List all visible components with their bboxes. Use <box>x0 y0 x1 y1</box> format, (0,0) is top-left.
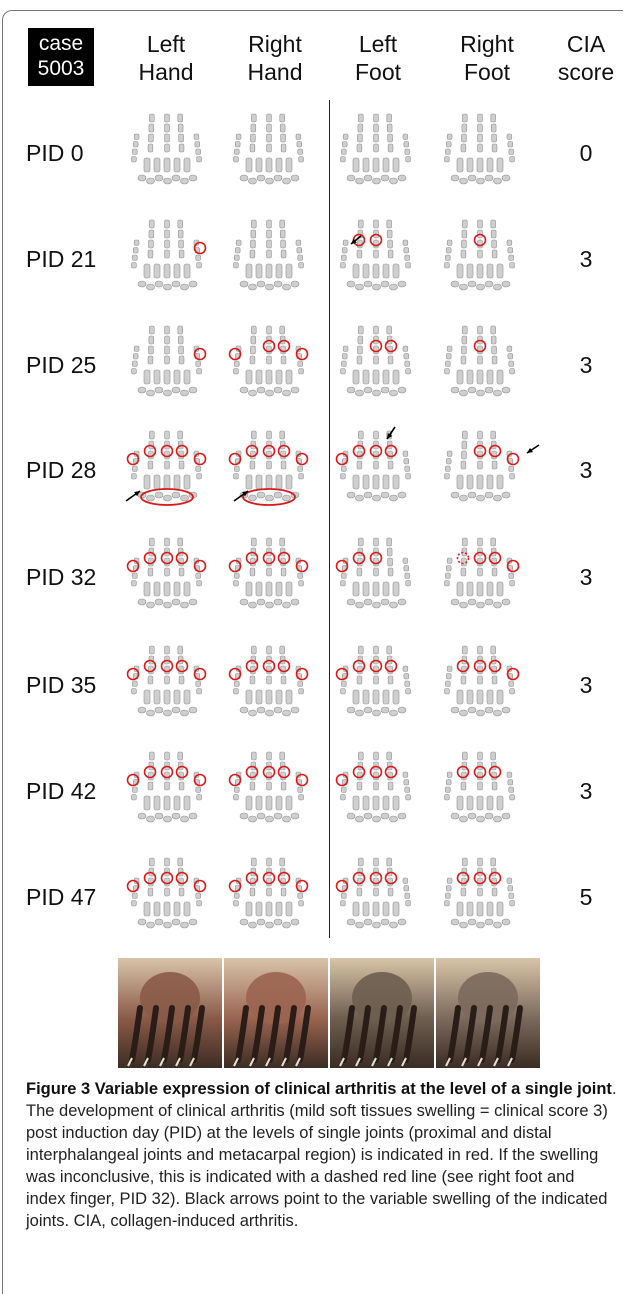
row-label-pid: PID 25 <box>26 352 126 379</box>
foot-skeleton-icon <box>437 425 523 505</box>
foot-skeleton-icon <box>333 640 419 720</box>
hand-skeleton-icon <box>226 108 312 188</box>
hand-skeleton-icon <box>124 214 210 294</box>
cia-score-value: 3 <box>558 457 614 484</box>
hand-foot-divider <box>329 100 330 938</box>
foot-skeleton-icon <box>333 852 419 932</box>
foot-skeleton-icon <box>437 746 523 826</box>
row-label-pid: PID 0 <box>26 140 126 167</box>
inflamed-paw-photo <box>224 958 328 1068</box>
row-label-pid: PID 21 <box>26 246 126 273</box>
hand-skeleton-icon <box>226 852 312 932</box>
right-foot-photo <box>436 958 540 1068</box>
caption-body: . The development of clinical arthritis … <box>26 1080 617 1230</box>
paw-photo <box>330 958 434 1068</box>
row-label-pid: PID 47 <box>26 884 126 911</box>
hand-skeleton-icon <box>226 214 312 294</box>
cia-score-value: 3 <box>558 564 614 591</box>
row-label-pid: PID 35 <box>26 672 126 699</box>
foot-skeleton-icon <box>333 746 419 826</box>
cia-score-value: 3 <box>558 672 614 699</box>
case-label-line2: 5003 <box>28 56 94 81</box>
foot-skeleton-icon <box>437 852 523 932</box>
right-hand-photo <box>224 958 328 1068</box>
foot-skeleton-icon <box>333 108 419 188</box>
cia-score-value: 3 <box>558 352 614 379</box>
hand-skeleton-icon <box>124 108 210 188</box>
inflamed-paw-photo <box>118 958 222 1068</box>
cia-score-value: 3 <box>558 246 614 273</box>
foot-skeleton-icon <box>333 214 419 294</box>
foot-skeleton-icon <box>437 108 523 188</box>
hand-skeleton-icon <box>124 746 210 826</box>
foot-skeleton-icon <box>333 425 419 505</box>
hand-skeleton-icon <box>226 320 312 400</box>
foot-skeleton-icon <box>437 532 523 612</box>
cia-score-value: 0 <box>558 140 614 167</box>
foot-skeleton-icon <box>437 214 523 294</box>
hand-skeleton-icon <box>226 640 312 720</box>
paw-photo <box>436 958 540 1068</box>
foot-skeleton-icon <box>333 532 419 612</box>
hand-skeleton-icon <box>124 852 210 932</box>
row-label-pid: PID 42 <box>26 778 126 805</box>
left-foot-photo <box>330 958 434 1068</box>
row-label-pid: PID 28 <box>26 457 126 484</box>
hand-skeleton-icon <box>124 320 210 400</box>
hand-skeleton-icon <box>124 425 210 505</box>
cia-score-value: 3 <box>558 778 614 805</box>
hand-skeleton-icon <box>124 532 210 612</box>
paw-photo-strip <box>118 958 540 1068</box>
hand-skeleton-icon <box>226 746 312 826</box>
cia-score-value: 5 <box>558 884 614 911</box>
figure-caption: Figure 3 Variable expression of clinical… <box>26 1078 618 1232</box>
row-label-pid: PID 32 <box>26 564 126 591</box>
foot-skeleton-icon <box>333 320 419 400</box>
foot-skeleton-icon <box>437 320 523 400</box>
left-hand-photo <box>118 958 222 1068</box>
caption-title: Figure 3 Variable expression of clinical… <box>26 1080 612 1098</box>
hand-skeleton-icon <box>226 425 312 505</box>
hand-skeleton-icon <box>124 640 210 720</box>
hand-skeleton-icon <box>226 532 312 612</box>
case-label-line1: case <box>28 31 94 56</box>
foot-skeleton-icon <box>437 640 523 720</box>
case-label: case 5003 <box>28 28 94 86</box>
